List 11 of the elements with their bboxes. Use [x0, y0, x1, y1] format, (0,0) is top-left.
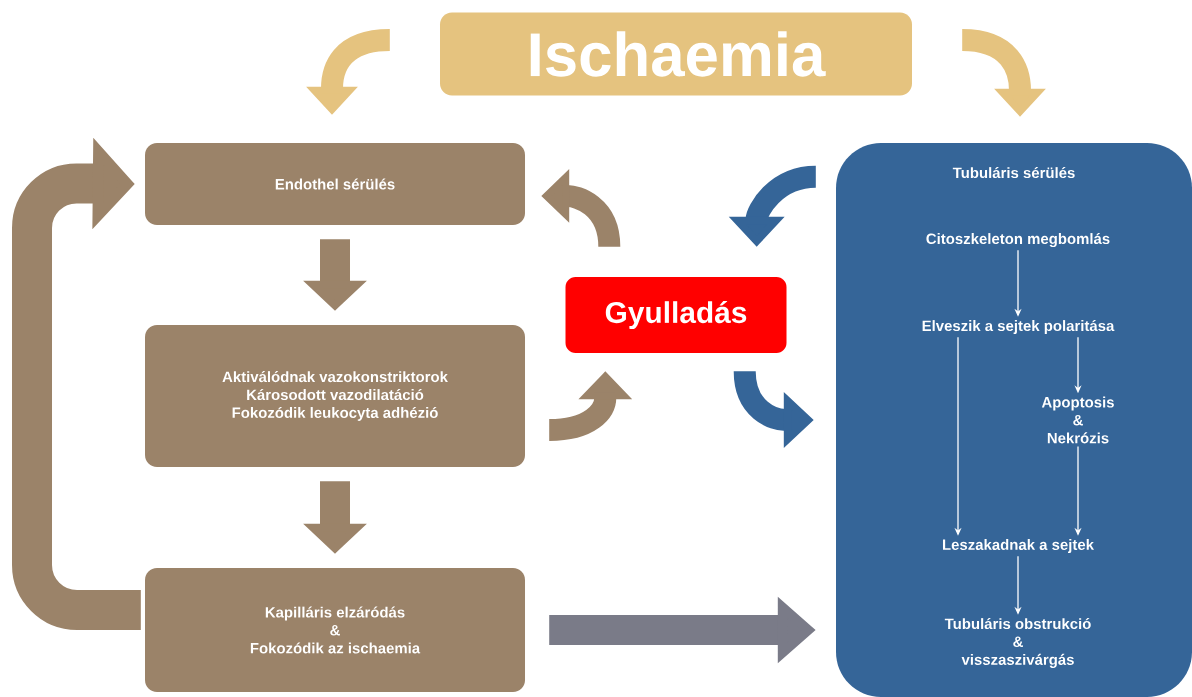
title-box: Ischaemia	[440, 12, 912, 96]
step-text: Apoptosis & Nekrózis	[1041, 396, 1114, 444]
step-text: Tubuláris obstrukció & visszaszivárgás	[944, 618, 1091, 668]
inflammation-box: Gyulladás	[565, 277, 787, 353]
step-text: Citoszkeleton megbomlás	[926, 232, 1110, 248]
arrow	[12, 137, 141, 630]
process-box: Kapilláris elzáródás & Fokozódik az ischaemia	[145, 568, 525, 692]
step-text: Elveszik a sejtek polaritása	[922, 319, 1115, 334]
step-text: Leszakadnak a sejtek	[943, 539, 1094, 553]
process-box: Aktiválódnak vazokonstriktorok Károsodott vazodilatáció Fokozódik leukocyta adhézió	[145, 325, 525, 467]
process-box: Endothel sérülés	[145, 143, 525, 225]
